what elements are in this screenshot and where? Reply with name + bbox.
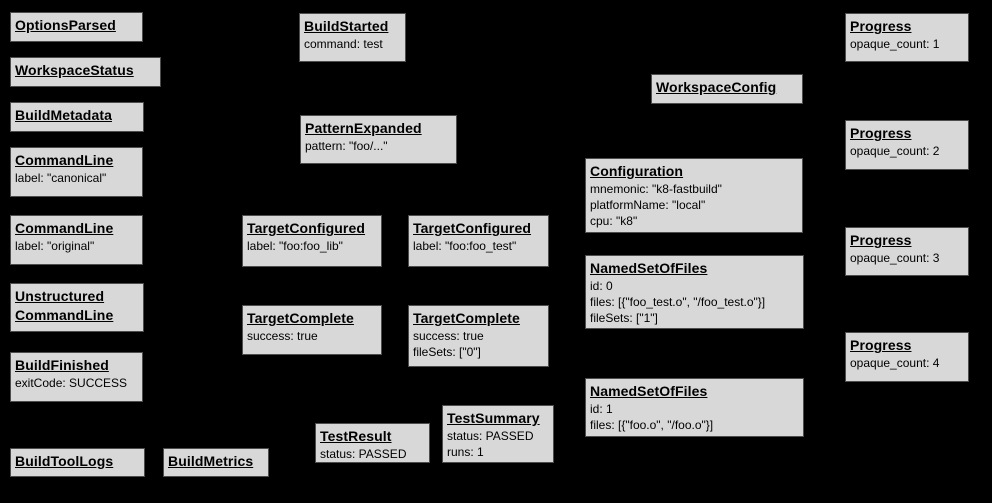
event-node-target-complete-lib: TargetComplete success: true bbox=[242, 305, 382, 355]
event-node-field: fileSets: ["1"] bbox=[590, 311, 658, 325]
event-node-title: WorkspaceConfig bbox=[656, 79, 777, 95]
event-node-title: TargetComplete bbox=[413, 310, 520, 326]
event-node-title: CommandLine bbox=[15, 307, 114, 323]
event-node-field: command: test bbox=[304, 37, 383, 51]
event-node-command-line-canonical: CommandLine label: "canonical" bbox=[10, 147, 143, 197]
event-node-title: Configuration bbox=[590, 163, 684, 179]
event-node-target-complete-test: TargetComplete success: true fileSets: ["0… bbox=[408, 305, 549, 367]
event-node-title: Progress bbox=[850, 232, 912, 248]
event-node-field: opaque_count: 4 bbox=[850, 356, 940, 370]
event-node-target-configured-foo-test: TargetConfigured label: "foo:foo_test" bbox=[408, 215, 549, 267]
event-node-pattern-expanded: PatternExpanded pattern: "foo/..." bbox=[300, 115, 457, 164]
event-node-title: NamedSetOfFiles bbox=[590, 260, 708, 276]
event-node-title: TestResult bbox=[320, 428, 392, 444]
event-node-progress-1: Progress opaque_count: 1 bbox=[845, 13, 969, 62]
event-node-title: TargetConfigured bbox=[247, 220, 366, 236]
event-node-title: Progress bbox=[850, 125, 912, 141]
event-node-field: opaque_count: 2 bbox=[850, 144, 940, 158]
event-node-title: BuildMetadata bbox=[15, 107, 112, 123]
event-node-field: success: true bbox=[413, 329, 484, 343]
event-node-named-set-of-files-1: NamedSetOfFiles id: 1 files: [{"foo.o", "/… bbox=[585, 378, 804, 437]
event-node-field: files: [{"foo.o", "/foo.o"}] bbox=[590, 418, 714, 432]
event-node-progress-3: Progress opaque_count: 3 bbox=[845, 227, 969, 276]
event-node-title: BuildToolLogs bbox=[15, 453, 114, 469]
event-node-title: PatternExpanded bbox=[305, 120, 422, 136]
event-node-field: opaque_count: 3 bbox=[850, 251, 940, 265]
event-node-title: CommandLine bbox=[15, 220, 114, 236]
event-node-build-tool-logs: BuildToolLogs bbox=[10, 448, 145, 477]
event-node-title: TargetConfigured bbox=[413, 220, 532, 236]
event-node-field: label: "original" bbox=[15, 239, 95, 253]
event-node-title: BuildFinished bbox=[15, 357, 109, 373]
event-node-title: NamedSetOfFiles bbox=[590, 383, 708, 399]
event-node-options-parsed: OptionsParsed bbox=[10, 12, 143, 42]
event-node-field: fileSets: ["0"] bbox=[413, 345, 481, 359]
event-node-title: TargetComplete bbox=[247, 310, 354, 326]
event-node-title: Unstructured bbox=[15, 288, 105, 304]
event-node-field: label: "canonical" bbox=[15, 171, 107, 185]
event-node-build-metadata: BuildMetadata bbox=[10, 102, 144, 132]
event-node-field: exitCode: SUCCESS bbox=[15, 376, 128, 390]
event-node-build-started: BuildStarted command: test bbox=[299, 13, 406, 62]
event-node-title: Progress bbox=[850, 18, 912, 34]
event-node-test-result: TestResult status: PASSED bbox=[315, 423, 430, 463]
event-node-title: BuildStarted bbox=[304, 18, 389, 34]
event-node-field: id: 1 bbox=[590, 402, 613, 416]
event-node-configuration: Configuration mnemonic: "k8-fastbuild" pla… bbox=[585, 158, 803, 233]
event-node-title: BuildMetrics bbox=[168, 453, 254, 469]
event-node-title: TestSummary bbox=[447, 410, 540, 426]
event-node-named-set-of-files-0: NamedSetOfFiles id: 0 files: [{"foo_test.o… bbox=[585, 255, 804, 329]
event-node-title: OptionsParsed bbox=[15, 17, 116, 33]
event-node-field: opaque_count: 1 bbox=[850, 37, 940, 51]
event-node-field: status: PASSED bbox=[320, 447, 407, 461]
event-node-test-summary: TestSummary status: PASSED runs: 1 bbox=[442, 405, 554, 463]
event-node-field: success: true bbox=[247, 329, 318, 343]
event-node-target-configured-foo-lib: TargetConfigured label: "foo:foo_lib" bbox=[242, 215, 382, 267]
event-node-field: platformName: "local" bbox=[590, 198, 706, 212]
event-node-field: cpu: "k8" bbox=[590, 214, 638, 228]
event-node-title: WorkspaceStatus bbox=[15, 62, 134, 78]
event-node-progress-4: Progress opaque_count: 4 bbox=[845, 332, 969, 382]
event-node-field: files: [{"foo_test.o", "/foo_test.o"}] bbox=[590, 295, 766, 309]
event-node-field: mnemonic: "k8-fastbuild" bbox=[590, 182, 722, 196]
event-node-field: runs: 1 bbox=[447, 445, 484, 459]
event-node-title: CommandLine bbox=[15, 152, 114, 168]
event-node-command-line-original: CommandLine label: "original" bbox=[10, 215, 143, 265]
event-node-field: pattern: "foo/..." bbox=[305, 139, 388, 153]
event-node-workspace-status: WorkspaceStatus bbox=[10, 57, 161, 87]
event-node-build-metrics: BuildMetrics bbox=[163, 448, 269, 477]
event-node-build-finished: BuildFinished exitCode: SUCCESS bbox=[10, 352, 143, 402]
event-node-progress-2: Progress opaque_count: 2 bbox=[845, 120, 969, 170]
event-node-field: label: "foo:foo_lib" bbox=[247, 239, 343, 253]
event-node-field: status: PASSED bbox=[447, 429, 534, 443]
event-node-field: id: 0 bbox=[590, 279, 613, 293]
event-node-field: label: "foo:foo_test" bbox=[413, 239, 517, 253]
event-node-title: Progress bbox=[850, 337, 912, 353]
event-node-workspace-config: WorkspaceConfig bbox=[651, 74, 803, 104]
